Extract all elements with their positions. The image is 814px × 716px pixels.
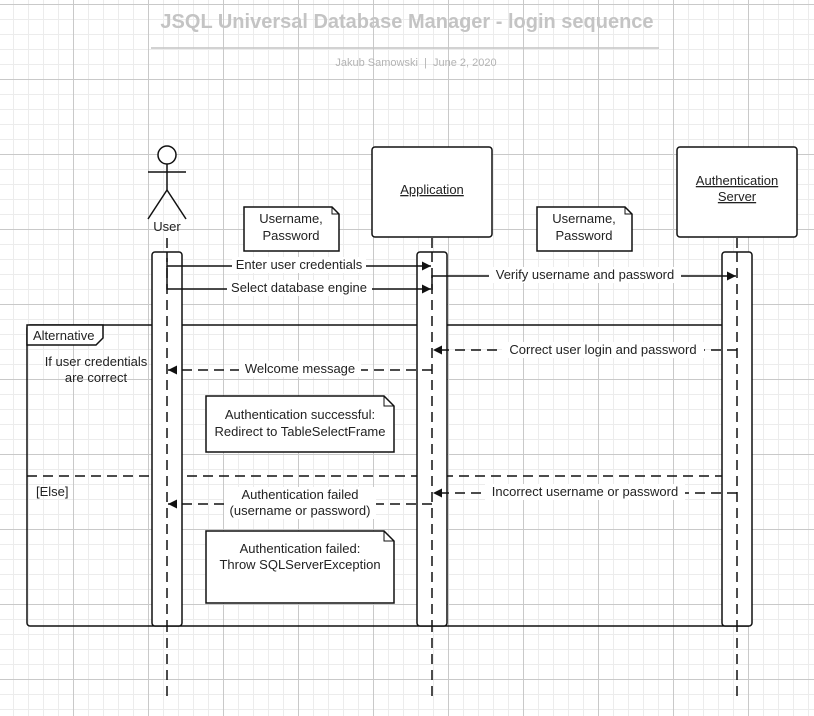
note-auth-success-line1: Authentication successful: bbox=[225, 407, 375, 422]
diagram-subtitle: Jakub Samowski | June 2, 2020 bbox=[335, 57, 496, 69]
auth-server-label-line2: Server bbox=[718, 189, 757, 204]
user-actor: User bbox=[147, 145, 187, 234]
note-app-credentials: Username, Password bbox=[536, 206, 633, 252]
msg-correct-login-label: Correct user login and password bbox=[509, 342, 696, 357]
msg-incorrect-label: Incorrect username or password bbox=[492, 484, 678, 499]
msg-auth-failed-line2: (username or password) bbox=[230, 503, 371, 518]
auth-server-label-line1: Authentication bbox=[696, 173, 778, 188]
note-user-credentials: Username, Password bbox=[243, 206, 340, 252]
user-actor-label: User bbox=[153, 219, 181, 234]
note-user-credentials-line1: Username, bbox=[259, 211, 323, 226]
msg-welcome: Welcome message bbox=[168, 361, 432, 377]
note-auth-success-line2: Redirect to TableSelectFrame bbox=[214, 424, 385, 439]
application-label: Application bbox=[400, 182, 464, 197]
msg-enter-credentials-label: Enter user credentials bbox=[236, 257, 363, 272]
msg-verify-label: Verify username and password bbox=[496, 267, 674, 282]
note-app-credentials-line1: Username, bbox=[552, 211, 616, 226]
msg-select-engine-label: Select database engine bbox=[231, 280, 367, 295]
msg-enter-credentials: Enter user credentials bbox=[166, 257, 431, 273]
msg-verify: Verify username and password bbox=[431, 267, 736, 290]
note-app-credentials-line2: Password bbox=[555, 228, 612, 243]
fragment-label: Alternative bbox=[33, 328, 94, 343]
note-user-credentials-line2: Password bbox=[262, 228, 319, 243]
stick-figure-icon bbox=[147, 145, 187, 220]
note-auth-failure-line2: Throw SQLServerException bbox=[219, 557, 380, 572]
note-auth-failure-line1: Authentication failed: bbox=[240, 541, 361, 556]
fragment-guard-line1: If user credentials bbox=[45, 354, 148, 369]
msg-incorrect: Incorrect username or password bbox=[433, 484, 737, 500]
msg-select-engine: Select database engine bbox=[166, 266, 431, 296]
diagram-title: JSQL Universal Database Manager - login … bbox=[160, 11, 653, 33]
note-auth-failure: Authentication failed: Throw SQLServerEx… bbox=[205, 530, 395, 604]
msg-auth-failed-line1: Authentication failed bbox=[241, 487, 358, 502]
auth-server-participant: Authentication Server bbox=[676, 146, 798, 238]
fragment-guard-line2: are correct bbox=[65, 370, 128, 385]
note-auth-success: Authentication successful: Redirect to T… bbox=[205, 395, 395, 453]
alternative-fragment: Alternative If user credentials are corr… bbox=[26, 324, 752, 627]
msg-welcome-label: Welcome message bbox=[245, 361, 355, 376]
msg-auth-failed: Authentication failed (username or passw… bbox=[168, 487, 432, 519]
msg-correct-login: Correct user login and password bbox=[433, 342, 737, 358]
fragment-label-tab bbox=[26, 324, 104, 346]
else-label: [Else] bbox=[36, 484, 69, 499]
application-participant: Application bbox=[371, 146, 493, 238]
